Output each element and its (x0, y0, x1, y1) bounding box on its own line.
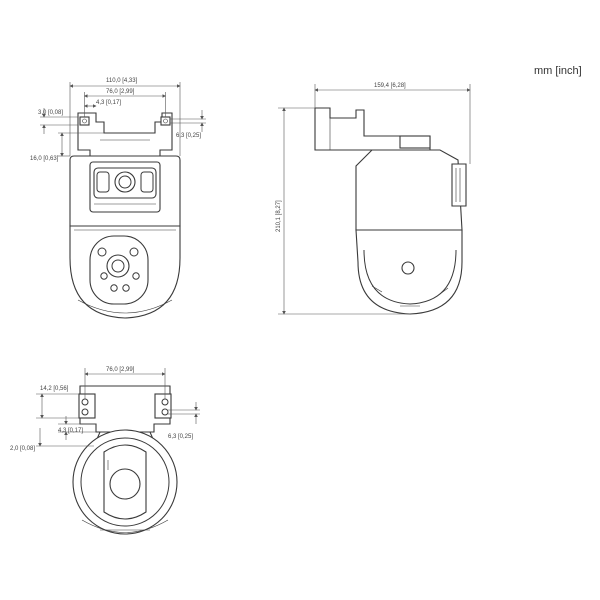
front-overall-width-dim: 110,0 [4,33] (106, 78, 138, 84)
front-upper-housing (69, 155, 181, 227)
front-bracket (77, 112, 173, 157)
side-lower-dome (355, 229, 463, 315)
front-hole-offset-dim: 4,3 [0,17] (96, 100, 121, 106)
side-overall-depth-dim: 159,4 [6,28] (374, 83, 406, 89)
front-lower-dome (69, 225, 181, 319)
side-view: 159,4 [6,28] 210,1 [8,27] (276, 83, 471, 315)
top-bracket (78, 385, 172, 433)
top-hole-offset-dim: 4,3 [0,17] (58, 428, 83, 434)
top-plate-thickness-dim: 2,0 [0,08] (10, 446, 35, 452)
front-view: 110,0 [4,33] 76,0 [2,99] 4,3 [0,17] 3,0 … (30, 78, 206, 319)
side-overall-height-dim: 210,1 [8,27] (276, 200, 282, 232)
side-bracket (314, 107, 431, 151)
top-hole-spacing-dim: 76,0 [2,99] (106, 367, 135, 373)
front-hole-spacing-dim: 76,0 [2,99] (106, 89, 135, 95)
top-bracket-depth-dim: 14,2 [0,56] (40, 386, 69, 392)
front-hole-diameter-dim: 6,3 [0,25] (176, 133, 201, 139)
front-plate-thickness-dim: 3,0 [0,08] (38, 110, 63, 116)
front-bracket-height-dim: 16,0 [0,63] (30, 156, 59, 162)
units-label: mm [inch] (534, 65, 582, 77)
top-head (72, 429, 178, 535)
side-housing (355, 149, 467, 250)
top-hole-diameter-dim: 6,3 [0,25] (168, 434, 193, 440)
top-view: 76,0 [2,99] 14,2 [0,56] 4,3 [0,17] 2,0 [… (10, 367, 200, 535)
